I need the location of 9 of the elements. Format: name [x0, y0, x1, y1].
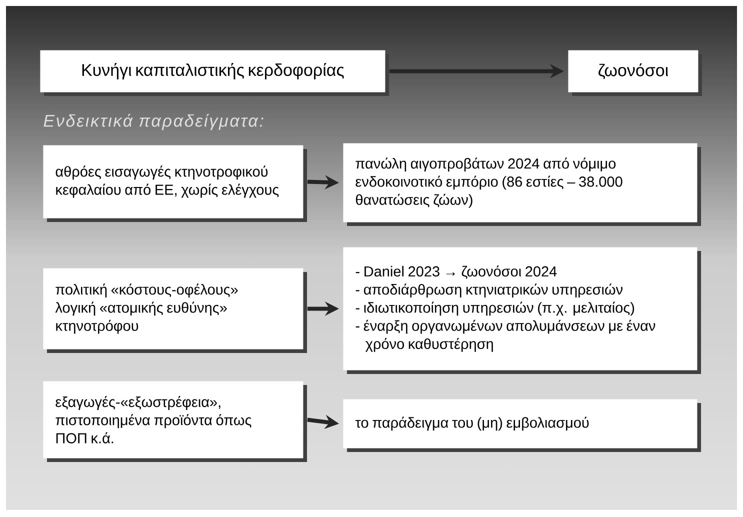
text-box: πολιτική «κόστους-οφέλους» λογική «ατομικής ευθύνης» κτηνοτρόφου	[43, 268, 307, 353]
text-box: - Daniel 2023 → ζωονόσοι 2024 - αποδιάρθρωση κτηνιατρικών υπηρεσιών - ιδιωτικοποίηση υπηρεσιών (π.χ. μελιταίος) - έναρξη οργανωμένων απολυμάνσεων με έναν χρόνο καθυστέρηση	[343, 247, 701, 374]
text-box: ζωονόσοι	[568, 50, 702, 96]
text-box: Κυνήγι καπιταλιστικής κερδοφορίας	[40, 50, 389, 96]
text-box: το παράδειγμα του (μη) εμβολιασμού	[343, 399, 701, 452]
text-box: πανώλη αιγοπροβάτων 2024 από νόμιμο ενδοκοινοτικό εμπόριο (86 εστίες – 38.000 θανατώσεις ζώων)	[343, 143, 701, 226]
text-box: εξαγωγές-«εξωστρέφεια», πιστοποιημένα προϊόντα όπως ΠΟΠ κ.ά.	[43, 381, 307, 462]
text-box: αθρόες εισαγωγές κτηνοτροφικού κεφαλαίου από ΕΕ, χωρίς ελέγχους	[43, 145, 307, 222]
section-heading: Ενδεικτικά παραδείγματα:	[44, 114, 264, 130]
